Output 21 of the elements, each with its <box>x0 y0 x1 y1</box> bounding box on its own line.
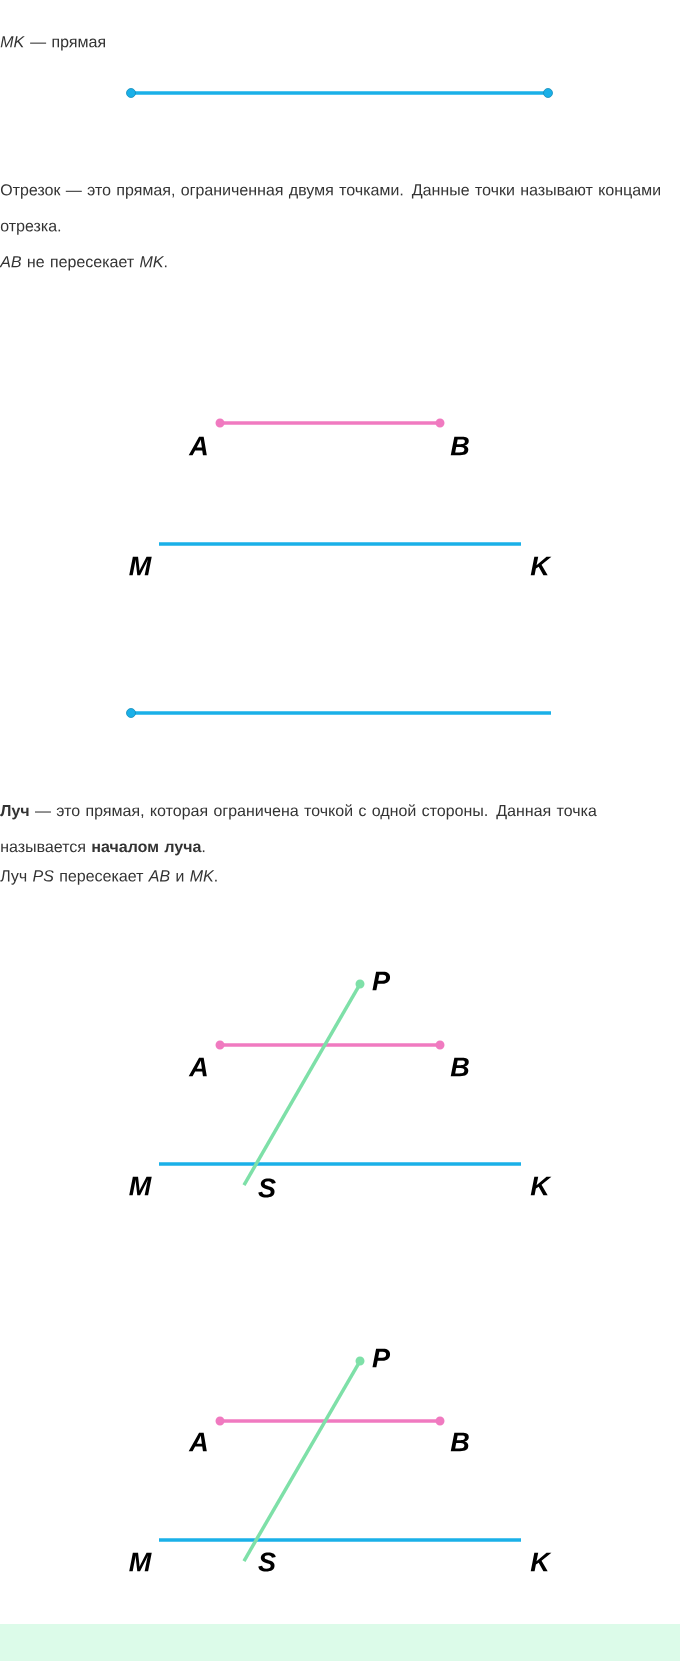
point-label: S <box>258 1552 276 1572</box>
point-label: P <box>372 1348 391 1368</box>
paragraph: Отрезок — это прямая, ограниченная двумя точками. Данные точки называют концами отрезка. <box>0 184 660 235</box>
point-label: B <box>450 1432 469 1452</box>
point-label: S <box>258 1178 276 1198</box>
paragraph: Луч — это прямая, которая ограничена точкой с одной стороны. Данная точка называется началом луча. <box>0 804 597 856</box>
point-label: P <box>372 971 391 991</box>
point-label: K <box>530 1552 552 1572</box>
point-label: M <box>129 1552 152 1572</box>
point-label: B <box>450 1057 469 1077</box>
point-label: K <box>530 1176 552 1196</box>
paragraph: Луч PS пересекает AB и MK. <box>0 870 217 885</box>
point-label: M <box>129 1176 152 1196</box>
point-label: A <box>188 436 207 456</box>
paragraph: MK — прямая <box>0 36 105 51</box>
point-label: B <box>450 436 469 456</box>
point-label: A <box>188 1432 207 1452</box>
point-label: K <box>530 556 552 576</box>
point-label: A <box>188 1057 207 1077</box>
paragraph: AB не пересекает MK. <box>0 256 167 271</box>
point-label: M <box>129 556 152 576</box>
